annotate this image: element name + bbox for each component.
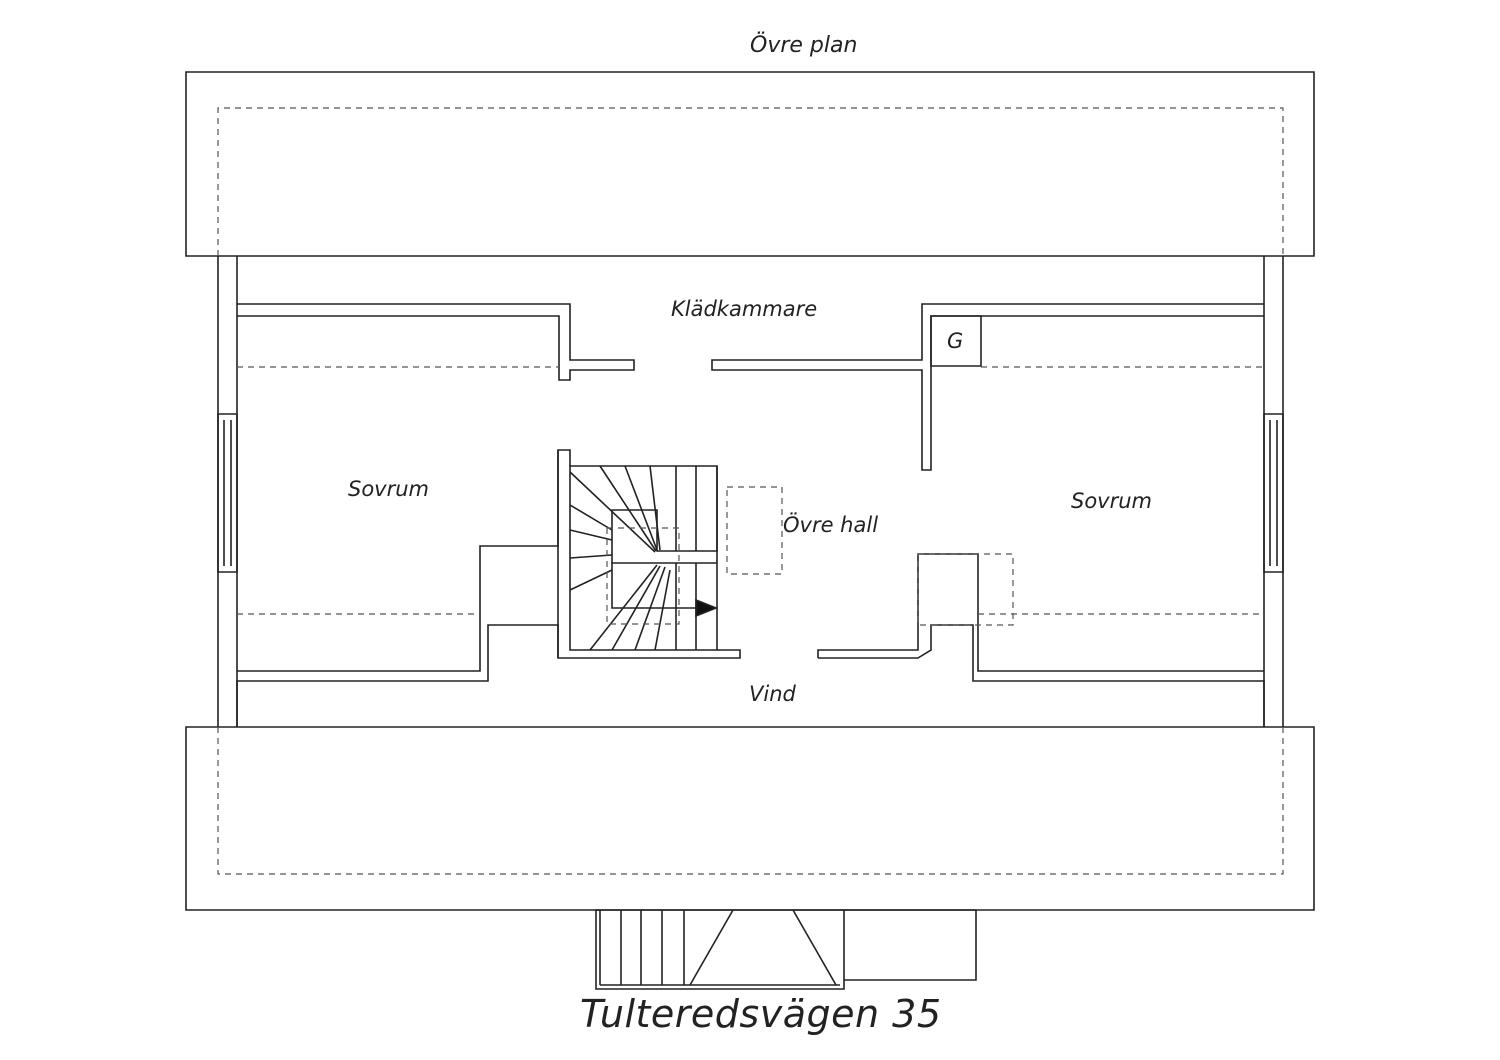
- bedroom-right-wall: [818, 554, 1264, 671]
- staircase: [558, 450, 740, 658]
- dashed-outlines: [218, 108, 1283, 874]
- room-label-bedroom-left: Sovrum: [348, 477, 430, 501]
- entrance-porch: [596, 910, 976, 989]
- floor-title: Övre plan: [750, 33, 858, 58]
- address-title: Tulteredsvägen 35: [580, 992, 942, 1036]
- stair-direction-arrow-icon: [696, 600, 716, 616]
- room-label-attic: Vind: [749, 682, 796, 706]
- roof-eave-top: [186, 72, 1314, 256]
- attic-wall-left: [237, 625, 558, 727]
- closet-walls: [237, 304, 1264, 470]
- attic-wall-right: [818, 625, 1264, 727]
- window-right: [1264, 414, 1283, 572]
- window-left: [218, 414, 237, 572]
- room-label-bedroom-right: Sovrum: [1071, 489, 1153, 513]
- room-label-upper-hall: Övre hall: [783, 513, 879, 537]
- roof-eave-bottom: [186, 727, 1314, 910]
- room-label-walk-in-closet: Klädkammare: [671, 297, 818, 321]
- chimney-label: G: [947, 329, 964, 353]
